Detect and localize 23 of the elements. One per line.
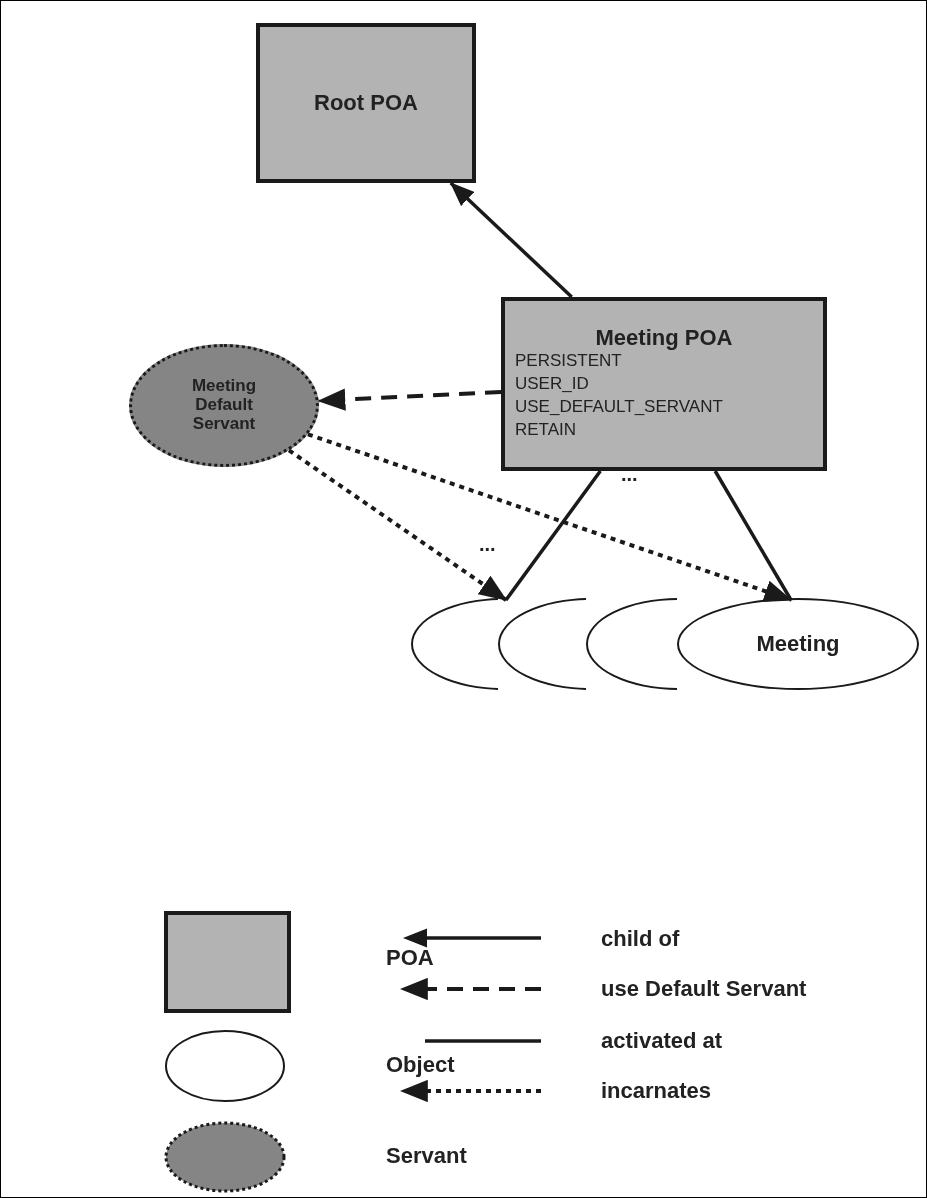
legend-text: POA	[386, 945, 434, 971]
policy-text: USE_DEFAULT_SERVANT	[515, 396, 723, 419]
poa-box	[256, 23, 476, 183]
node-title: Meeting POA	[595, 326, 733, 351]
legend-text: incarnates	[601, 1078, 712, 1104]
node-title: Meeting	[756, 631, 840, 657]
ellipsis-label: ...	[479, 533, 496, 556]
node-title: Meeting Default Servant	[190, 377, 258, 434]
node-title: Root POA	[314, 90, 418, 116]
ellipsis-label: ...	[621, 463, 638, 486]
legend-text: child of	[601, 926, 680, 952]
legend-text: use Default Servant	[601, 976, 807, 1002]
legend-text: Object	[386, 1052, 455, 1078]
legend-text: Servant	[386, 1143, 467, 1169]
connector-arrow	[307, 432, 793, 602]
connector-arrow	[287, 448, 508, 602]
policy-text: PERSISTENT	[515, 350, 622, 373]
policy-text: RETAIN	[515, 419, 577, 442]
connector-arrow	[317, 388, 502, 411]
legend-text: activated at	[601, 1028, 723, 1054]
poa-box	[501, 297, 827, 471]
policy-text: USER_ID	[515, 373, 589, 396]
connector-arrow	[449, 181, 573, 299]
